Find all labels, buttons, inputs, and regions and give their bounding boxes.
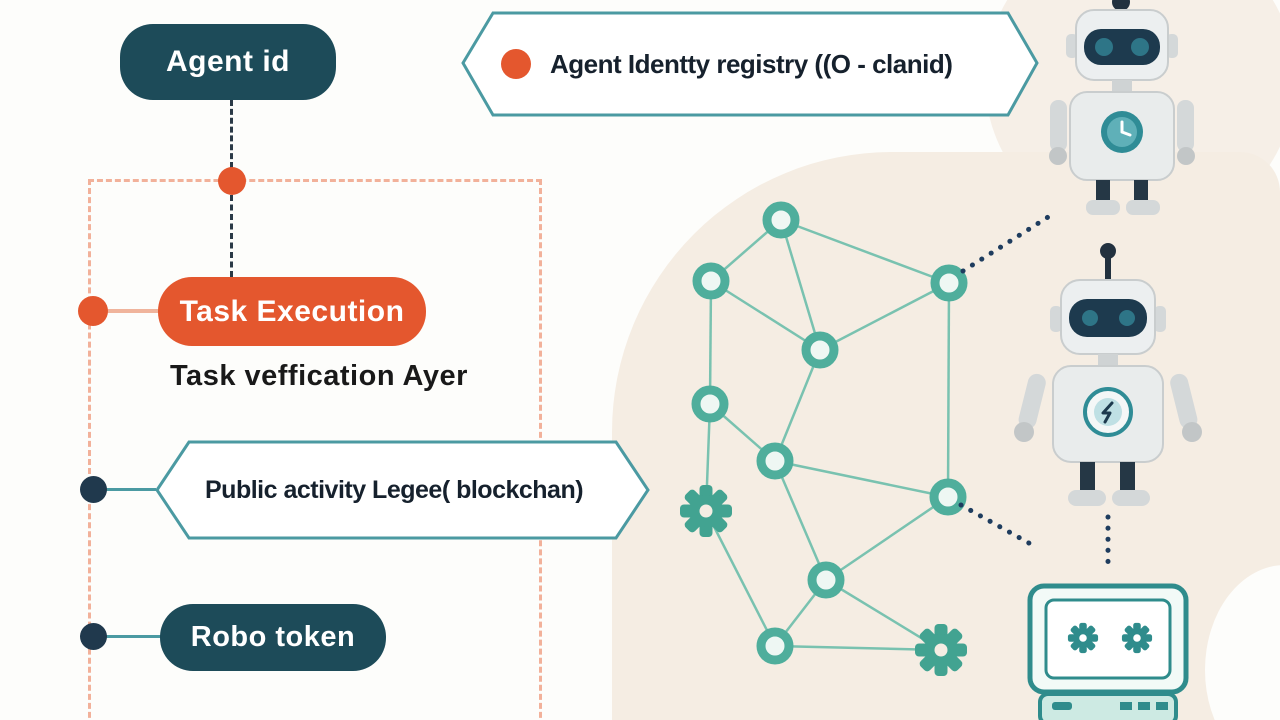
ledger-label: Public activity Legee( blockchan) xyxy=(205,475,584,504)
registry-label: Agent Identty registry ((O - clanid) xyxy=(550,48,953,79)
registry-bullet xyxy=(501,49,531,79)
robo-token-node: Robo token xyxy=(160,604,386,671)
connector-task xyxy=(93,309,159,313)
task-execution-node: Task Execution xyxy=(158,277,426,346)
background-blob-main xyxy=(612,152,1280,720)
connector-dashed-top xyxy=(230,100,233,168)
task-execution-label: Task Execution xyxy=(179,294,405,328)
connector-ledger xyxy=(93,488,156,491)
ledger-bullet xyxy=(80,476,107,503)
connector-token xyxy=(93,635,161,638)
timeline-dot xyxy=(218,167,246,195)
robo-token-label: Robo token xyxy=(190,621,356,653)
token-bullet xyxy=(80,623,107,650)
agent-id-node: Agent id xyxy=(120,24,336,100)
task-bullet xyxy=(78,296,108,326)
agent-id-label: Agent id xyxy=(166,45,290,78)
task-verification-label: Task veffication Ayer xyxy=(170,360,468,392)
connector-dashed-bottom xyxy=(230,195,233,277)
